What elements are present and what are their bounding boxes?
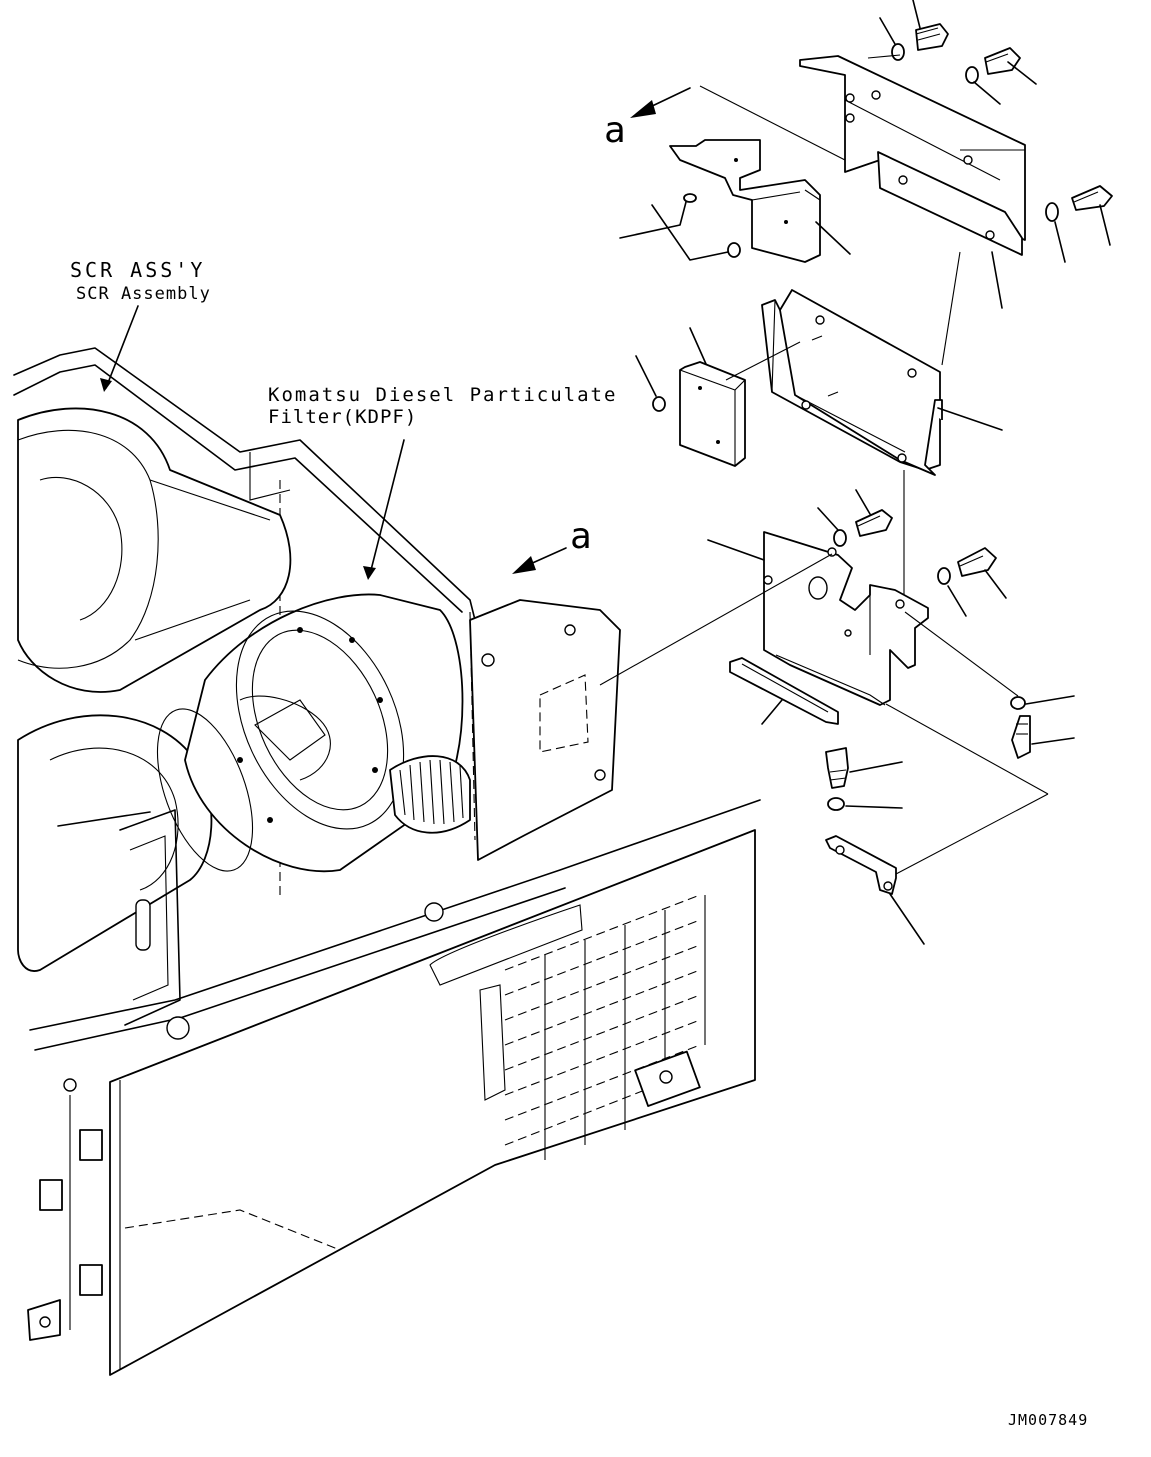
leader-bolt-mid-1: [855, 489, 871, 515]
washer-mid-1: [833, 529, 847, 547]
bolt-top-2: [984, 47, 1021, 75]
leader-washer-top-1: [879, 17, 896, 45]
leader-bolt-bottom: [849, 761, 903, 773]
leader-washer-mid-1: [817, 507, 839, 531]
leader-heat-shield-middle: [937, 407, 1003, 431]
leader-bolt-right-lower: [1031, 737, 1075, 745]
kdpf-label-line1: Komatsu Diesel Particulate: [268, 384, 617, 406]
washer-top-2: [965, 66, 979, 84]
assembly-line-2: [867, 54, 901, 59]
leader-lower-bracket: [707, 539, 765, 561]
washer-right-upper: [1045, 202, 1059, 222]
leader-heat-shield-top: [815, 221, 851, 255]
scr-leader-arrowhead: [100, 378, 112, 392]
leader-grommet-pad: [635, 355, 657, 397]
assembly-line-1: [699, 85, 846, 161]
heat-shield-middle: [761, 289, 943, 476]
lower-mounting-bracket: [763, 531, 929, 706]
leader-pad: [689, 327, 707, 365]
grommet-top: [727, 242, 741, 258]
leader-frame-panel: [57, 811, 151, 827]
scr-assembly-label: SCR Assembly: [76, 284, 211, 304]
view-a-arrow-top: [630, 87, 691, 118]
louvered-cover: [27, 829, 756, 1376]
scr-leader: [105, 305, 139, 389]
clip-top: [683, 193, 697, 203]
assembly-line-8: [885, 703, 1049, 795]
leader-bolt-top-2: [1007, 61, 1037, 85]
leader-bolt-mid-2: [984, 569, 1007, 599]
view-a-label-top: a: [604, 110, 626, 151]
leader-seal-strip: [761, 699, 783, 725]
assembly-line-9: [895, 793, 1049, 875]
view-a-label-mid: a: [570, 516, 592, 557]
small-bracket-bottom: [825, 835, 897, 895]
view-a-arrow-mid: [512, 547, 567, 574]
scr-assy-label: SCR ASS'Y: [70, 258, 205, 282]
leader-washer-bottom: [845, 805, 903, 809]
drawing-number: JM007849: [1008, 1411, 1088, 1429]
bolt-bottom: [825, 747, 849, 789]
insulation-pad: [679, 361, 746, 467]
bolt-mid-1: [855, 509, 893, 537]
assembly-line-3: [941, 251, 961, 366]
leader-washer-right-lower: [1025, 695, 1075, 705]
side-cover-plate: [469, 599, 621, 861]
washer-right-lower: [1010, 696, 1026, 710]
kdpf-label-line2: Filter(KDPF): [268, 406, 417, 428]
bolt-right-upper: [1071, 185, 1113, 211]
leader-upper-bracket: [991, 251, 1003, 309]
rubber-seal-strip: [729, 657, 839, 725]
leader-clips-top-2: [651, 204, 729, 261]
leader-bolt-right-upper: [1099, 204, 1111, 246]
leader-small-bracket: [889, 893, 925, 945]
washer-bottom: [827, 797, 845, 811]
leader-washer-right-upper: [1054, 221, 1066, 263]
bolt-right-lower: [1011, 715, 1031, 759]
assembly-line-6: [599, 553, 833, 686]
leader-bolt-top-1: [912, 0, 921, 29]
leader-clips-top: [619, 201, 687, 239]
bolt-top-1: [915, 23, 949, 51]
heat-shield-top: [669, 139, 821, 263]
louver-grille: [504, 894, 706, 1160]
leader-washer-mid-2: [947, 585, 967, 617]
upper-mounting-bracket: [799, 55, 1026, 256]
assembly-line-7: [904, 611, 1019, 697]
grommet-pad: [652, 396, 666, 412]
machine-frame: [13, 347, 761, 1092]
kdpf-leader-arrowhead: [363, 566, 376, 580]
washer-top-1: [891, 43, 905, 61]
bolt-mid-2: [957, 547, 997, 577]
leader-washer-top-2: [973, 81, 1001, 105]
flex-pipe: [389, 755, 471, 834]
assembly-line-5: [725, 341, 801, 381]
washer-mid-2: [937, 567, 951, 585]
kdpf-leader: [369, 439, 405, 575]
